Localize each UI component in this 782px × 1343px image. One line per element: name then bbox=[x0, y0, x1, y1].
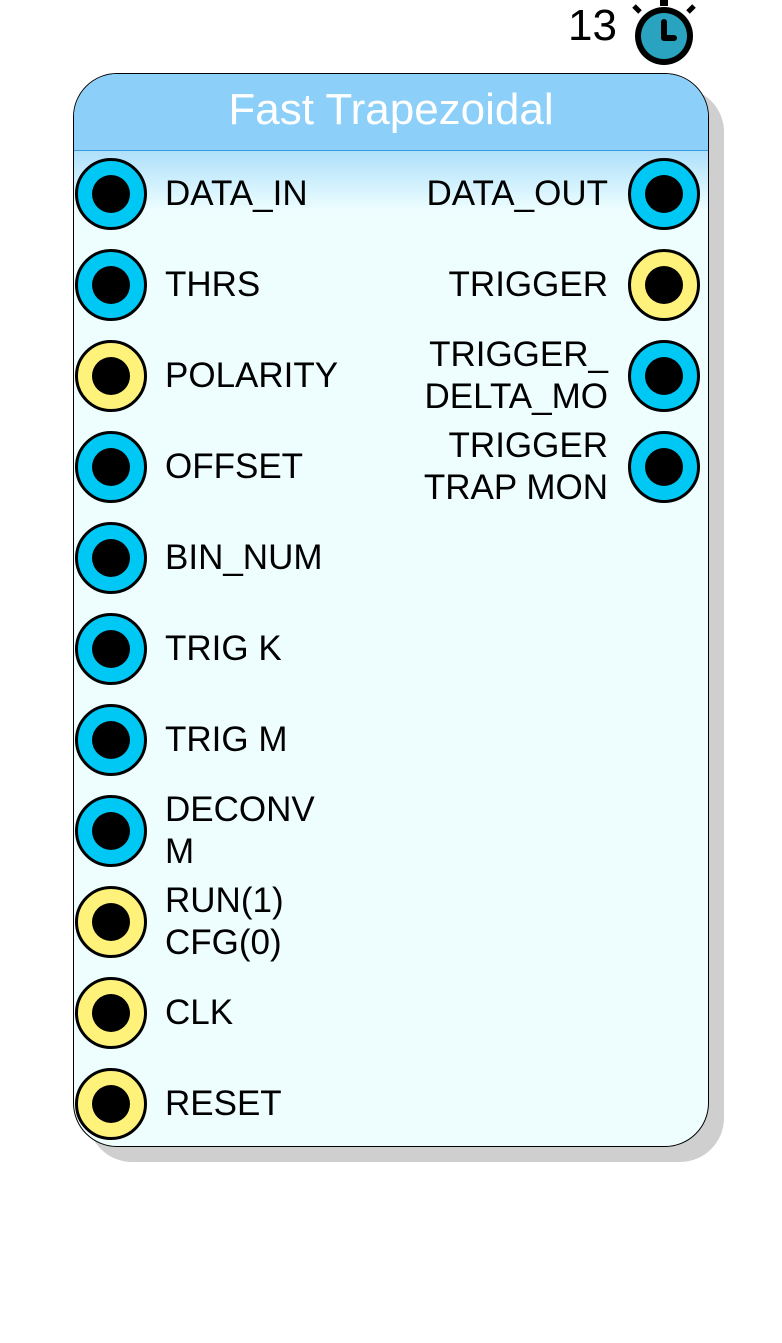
label-line: TRAP MON bbox=[423, 468, 608, 507]
input-label-run-1-cfg-0: RUN(1)CFG(0) bbox=[165, 880, 284, 964]
port-hole bbox=[92, 812, 130, 850]
port-hole bbox=[92, 994, 130, 1032]
output-label-data-out: DATA_OUT bbox=[427, 173, 609, 215]
output-label-trigger: TRIGGER bbox=[449, 264, 608, 306]
input-label-trig-m: TRIG M bbox=[165, 719, 287, 761]
input-label-offset: OFFSET bbox=[165, 446, 303, 488]
port-hole bbox=[92, 721, 130, 759]
input-label-thrs: THRS bbox=[165, 264, 260, 306]
input-port-data-in[interactable] bbox=[75, 158, 147, 230]
label-line: CFG(0) bbox=[165, 923, 282, 962]
output-port-trigger[interactable] bbox=[628, 249, 700, 321]
port-hole bbox=[645, 266, 683, 304]
input-port-bin-num[interactable] bbox=[75, 522, 147, 594]
port-hole bbox=[92, 266, 130, 304]
block-title: Fast Trapezoidal bbox=[228, 85, 554, 134]
input-port-run-1-cfg-0[interactable] bbox=[75, 886, 147, 958]
input-port-thrs[interactable] bbox=[75, 249, 147, 321]
label-line: DECONV bbox=[165, 790, 315, 829]
label-line: OFFSET bbox=[165, 447, 304, 486]
output-port-trigger-trap-mon[interactable] bbox=[628, 431, 700, 503]
port-hole bbox=[92, 539, 130, 577]
port-hole bbox=[92, 903, 130, 941]
input-port-offset[interactable] bbox=[75, 431, 147, 503]
block-header: Fast Trapezoidal bbox=[74, 74, 708, 151]
label-line: RUN(1) bbox=[165, 881, 284, 920]
label-line: M bbox=[165, 832, 195, 871]
label-line: TRIGGER_ bbox=[429, 335, 608, 374]
label-line: BIN_NUM bbox=[165, 538, 323, 577]
input-port-reset[interactable] bbox=[75, 1068, 147, 1140]
input-label-polarity: POLARITY bbox=[165, 355, 338, 397]
clock-icon bbox=[632, 0, 696, 65]
input-port-deconv-m[interactable] bbox=[75, 795, 147, 867]
output-port-data-out[interactable] bbox=[628, 158, 700, 230]
label-line: TRIGGER bbox=[448, 265, 608, 304]
label-line: DELTA_MO bbox=[424, 377, 608, 416]
label-line: CLK bbox=[165, 993, 234, 1032]
input-label-clk: CLK bbox=[165, 992, 233, 1034]
label-line: RESET bbox=[165, 1084, 282, 1123]
input-label-bin-num: BIN_NUM bbox=[165, 537, 323, 579]
output-port-trigger-delta-mo[interactable] bbox=[628, 340, 700, 412]
label-line: POLARITY bbox=[165, 356, 339, 395]
label-line: TRIG M bbox=[165, 720, 288, 759]
port-hole bbox=[92, 175, 130, 213]
header-fade bbox=[74, 151, 708, 211]
label-line: TRIG K bbox=[165, 629, 282, 668]
port-hole bbox=[92, 630, 130, 668]
port-hole bbox=[92, 1085, 130, 1123]
input-port-polarity[interactable] bbox=[75, 340, 147, 412]
input-port-clk[interactable] bbox=[75, 977, 147, 1049]
input-port-trig-m[interactable] bbox=[75, 704, 147, 776]
input-label-data-in: DATA_IN bbox=[165, 173, 308, 215]
input-label-reset: RESET bbox=[165, 1083, 282, 1125]
port-hole bbox=[645, 357, 683, 395]
label-line: DATA_IN bbox=[165, 174, 308, 213]
input-label-trig-k: TRIG K bbox=[165, 628, 282, 670]
port-hole bbox=[645, 448, 683, 486]
label-line: TRIGGER bbox=[448, 426, 608, 465]
output-label-trigger-delta-mo: TRIGGER_DELTA_MO bbox=[425, 334, 608, 418]
function-block[interactable]: Fast Trapezoidal bbox=[73, 73, 709, 1147]
label-line: DATA_OUT bbox=[426, 174, 609, 213]
input-port-trig-k[interactable] bbox=[75, 613, 147, 685]
port-hole bbox=[645, 175, 683, 213]
block-count: 13 bbox=[568, 1, 617, 50]
label-line: THRS bbox=[165, 265, 261, 304]
port-hole bbox=[92, 448, 130, 486]
port-hole bbox=[92, 357, 130, 395]
